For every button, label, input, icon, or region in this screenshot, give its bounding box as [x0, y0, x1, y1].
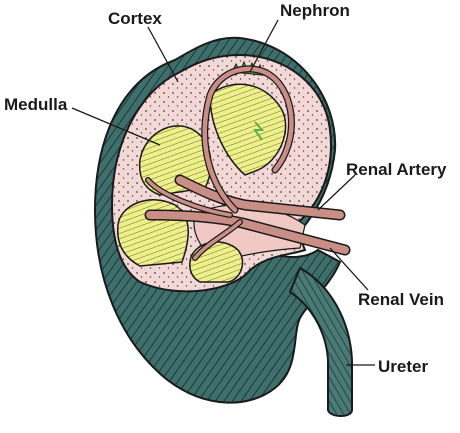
- label-renal-artery: Renal Artery: [346, 160, 447, 179]
- pyramid-upper-right: [209, 83, 287, 176]
- label-ureter: Ureter: [378, 357, 428, 376]
- label-cortex: Cortex: [108, 9, 162, 28]
- leader-cortex: [147, 26, 179, 83]
- ureter: [288, 266, 353, 417]
- label-medulla: Medulla: [4, 95, 68, 114]
- leader-nephron: [249, 19, 279, 73]
- leader-lines: [71, 19, 375, 366]
- leader-renal-artery: [317, 174, 356, 211]
- leader-medulla: [71, 107, 161, 146]
- label-nephron: Nephron: [280, 1, 350, 20]
- pyramid-lower-mid: [189, 241, 244, 283]
- leader-renal-vein: [329, 247, 369, 291]
- label-renal-vein: Renal Vein: [358, 290, 444, 309]
- renal-vessels: [144, 65, 351, 261]
